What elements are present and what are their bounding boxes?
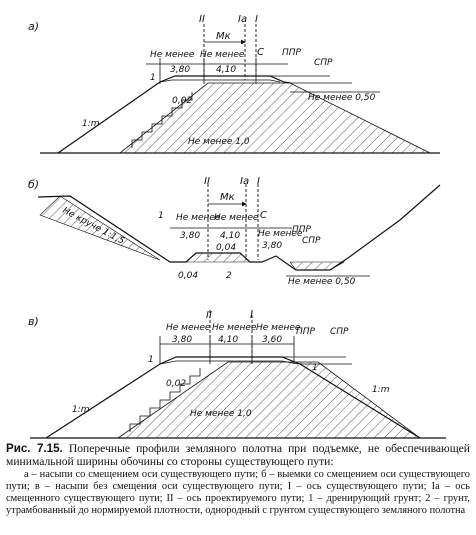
figure-caption: Рис. 7.15. Поперечные профили земляного … [6,442,470,517]
cross-section-figure: а) II Iа I Мк С Не менее [28,14,446,439]
ne-menee-10-c: Не менее 1,0 [190,409,252,419]
slope-002-a: 0,02 [172,96,192,106]
w410-b: 4,10 [220,231,240,241]
ne-menee-2-a: Не менее [200,50,245,60]
axis-I-label-c: I [250,310,253,321]
slope-004-b2: 0,04 [178,271,198,281]
w360-c: 3,60 [262,335,282,345]
subgrade-b [185,252,251,263]
panel-c: в) II I Не менее Не менее Не менее 3,80 … [28,310,446,439]
num-1-b: 1 [158,211,164,221]
mk-label-b: Мк [220,192,235,203]
slope-1m-c1: 1:m [72,405,90,415]
axis-II-label-c: II [206,310,212,321]
axis-I-label-a: I [255,14,258,25]
spr-label-b: СПР [302,236,321,246]
w380-a: 3,80 [170,65,190,75]
num-2-b: 2 [226,271,232,281]
ne-menee-3-c: Не менее [256,323,301,333]
ne-menee-1-a: Не менее [150,50,195,60]
w380-b: 3,80 [180,231,200,241]
slope-004-b1: 0,04 [216,243,236,253]
num-1-c1: 1 [148,355,154,365]
ne-menee-2-b: Не менее [214,213,259,223]
drain-layer [159,79,281,83]
caption-notes: а – насыпи со смещением оси существующег… [6,469,470,516]
ne-menee-3-b: Не менее [258,229,303,239]
w410-a: 4,10 [216,65,236,75]
axis-Ia-label-a: Iа [238,14,247,25]
spr-label-c: СПР [330,327,349,337]
w380-b2: 3,80 [262,241,282,251]
panel-c-label: в) [28,315,39,328]
caption-title-text: Поперечные профили земляного полотна при… [6,442,470,468]
panel-b-label: б) [28,178,39,191]
axis-I-label-b: I [257,176,260,187]
ne-menee-2-c: Не менее [212,323,257,333]
c-label-a: С [257,47,264,58]
panel-a-label: а) [28,20,39,33]
axis-Ia-label-b: Iа [240,176,249,187]
existing-b [289,261,346,271]
cut-outline [37,184,441,271]
existing-embankment [118,82,431,154]
num-1-c2: 1 [312,363,318,373]
caption-title: Рис. 7.15. Поперечные профили земляного … [6,442,470,468]
axis-II-label-a: II [199,14,205,25]
cut-slope-hatch [39,195,161,261]
c-label-b: С [260,210,267,221]
panel-a: а) II Iа I Мк С Не менее [28,14,440,154]
ne-menee-1-c: Не менее [166,323,211,333]
w410-c: 4,10 [218,335,238,345]
axis-II-label-b: II [204,176,210,187]
benches-a [131,92,193,148]
spr-label-a: СПР [314,58,333,68]
new-embankment-outline-c [45,356,421,439]
benches-c [129,368,201,432]
slope-1m-a: 1:m [82,119,100,129]
ne-menee-050-a: Не менее 0,50 [308,93,376,103]
w380-c: 3,80 [172,335,192,345]
ppr-label-c: ППР [296,327,316,337]
panel-b: б) Не круче 1:1,5 II Iа I Мк С Не менее … [28,176,441,287]
slope-1m-c2: 1:m [372,385,390,395]
caption-fig-number: Рис. 7.15. [6,442,63,455]
ppr-label-b: ППР [292,225,312,235]
mk-label-a: Мк [216,31,231,42]
num-1-a: 1 [150,73,156,83]
ne-menee-10-a: Не менее 1,0 [188,137,250,147]
ne-menee-1-b: Не менее [176,213,221,223]
ppr-label-a: ППР [282,48,302,58]
slope-002-c: 0,02 [166,379,186,389]
new-embankment-outline [57,75,291,154]
ne-menee-050-b: Не менее 0,50 [288,277,356,287]
